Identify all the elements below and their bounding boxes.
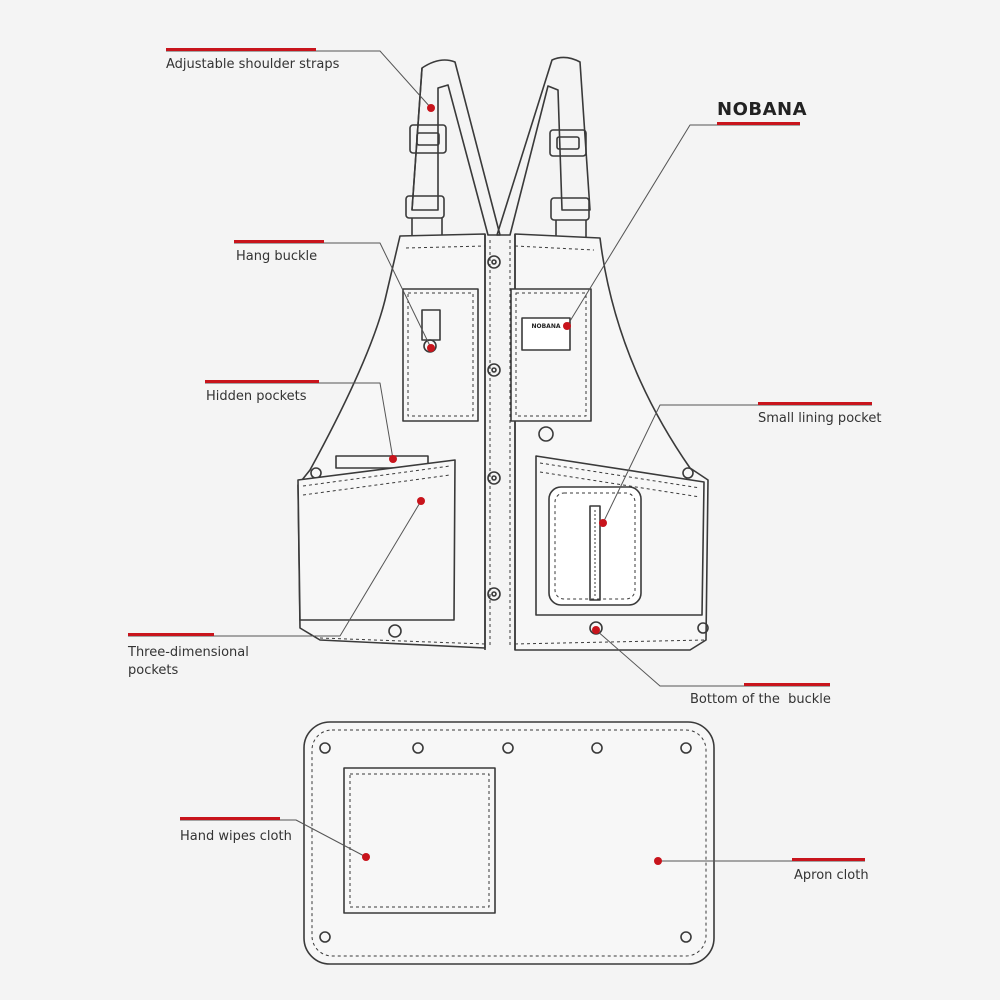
callout-dot xyxy=(389,455,397,463)
callout-bar xyxy=(166,48,316,51)
label-apron-cloth: Apron cloth xyxy=(794,868,869,883)
shoulder-straps xyxy=(405,56,591,238)
apron-cloth xyxy=(303,721,715,965)
callout-dot xyxy=(427,104,435,112)
callout-dot xyxy=(592,626,600,634)
callout-bar xyxy=(717,122,800,125)
callout-bar xyxy=(744,683,830,686)
callout-lines xyxy=(128,50,872,862)
label-hidden-pockets: Hidden pockets xyxy=(206,389,307,404)
callout-dot xyxy=(417,497,425,505)
callout-dot xyxy=(563,322,571,330)
callout-bar xyxy=(205,380,319,383)
brand-title: NOBANA xyxy=(717,99,808,120)
callout-bar xyxy=(180,817,280,820)
label-shoulder-straps: Adjustable shoulder straps xyxy=(166,57,340,72)
callout-dot xyxy=(654,857,662,865)
callout-dot xyxy=(599,519,607,527)
callout-bar xyxy=(234,240,324,243)
label-three-dimensional-pockets: Three-dimensional pockets xyxy=(128,645,249,678)
callout-dot xyxy=(427,344,435,352)
callout-dot xyxy=(362,853,370,861)
callout-bar xyxy=(792,858,865,861)
label-hang-buckle: Hang buckle xyxy=(236,249,318,264)
label-hand-wipes-cloth: Hand wipes cloth xyxy=(180,829,292,844)
callout-bar xyxy=(758,402,872,405)
callout-dots xyxy=(362,104,662,865)
label-bottom-buckle: Bottom of the buckle xyxy=(690,692,831,707)
brand-patch-text: NOBANA xyxy=(531,323,561,330)
label-small-lining-pocket: Small lining pocket xyxy=(758,411,882,426)
lower-pockets xyxy=(297,455,705,621)
callout-bar xyxy=(128,633,214,636)
chest-pockets xyxy=(402,288,592,442)
